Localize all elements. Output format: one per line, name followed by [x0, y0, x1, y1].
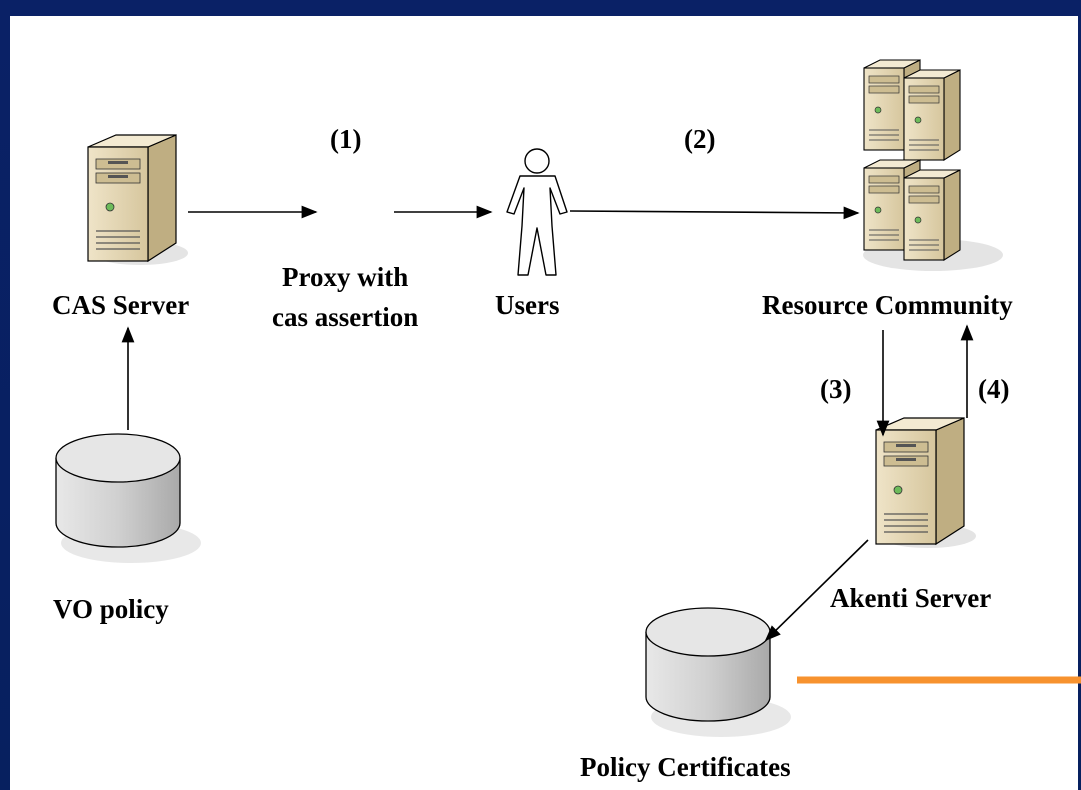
users-label: Users: [495, 290, 560, 320]
policy-certificates-database-icon: [645, 607, 792, 738]
resource-community-icon: [863, 59, 1003, 271]
step-2-label: (2): [684, 124, 716, 154]
vo-policy-label: VO policy: [53, 594, 169, 624]
cas-server-label: CAS Server: [52, 290, 190, 320]
resource-community-label: Resource Community: [762, 290, 1013, 320]
policy-certificates-label: Policy Certificates: [580, 752, 791, 782]
user-figure-icon: [506, 148, 568, 276]
step-1-label: (1): [330, 124, 362, 154]
arrow-users-to-resources: [569, 206, 860, 220]
step-4-label: (4): [978, 374, 1010, 404]
step-3-label: (3): [820, 374, 852, 404]
vo-policy-database-icon: [55, 433, 202, 564]
proxy-label-line2: cas assertion: [272, 302, 419, 332]
akenti-server-label: Akenti Server: [830, 583, 992, 613]
proxy-label-line1: Proxy with: [282, 262, 409, 292]
akenti-server-icon: [875, 417, 977, 549]
arrow-akenti-to-certificates: [764, 539, 869, 642]
cas-server-icon: [87, 134, 189, 266]
